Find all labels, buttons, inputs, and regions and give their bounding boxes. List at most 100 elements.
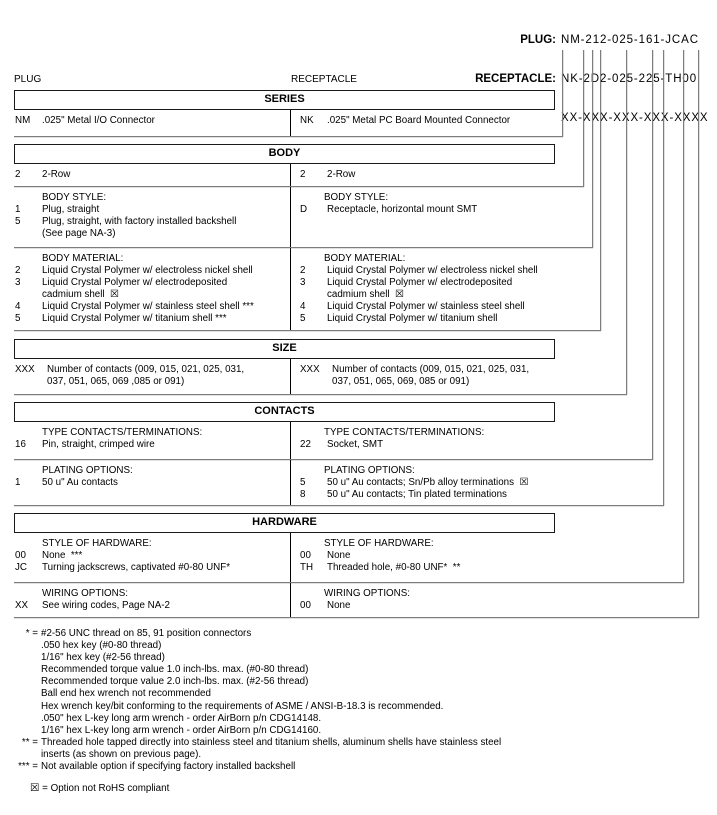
leader-line-vertical <box>652 50 653 460</box>
option-code: D <box>300 204 308 216</box>
subsection-label: BODY MATERIAL: <box>324 253 406 264</box>
leader-line-vertical <box>626 50 627 395</box>
subsection-label: STYLE OF HARDWARE: <box>324 538 434 549</box>
footnote-line: * =#2-56 UNC thread on 85, 91 position c… <box>14 628 714 640</box>
footnote-marker <box>14 713 38 725</box>
part-number-values: NM-212-025-161-JCAC NK-2D2-025-225-TH00 … <box>561 8 708 151</box>
section-header-body: BODY <box>14 144 555 164</box>
column-label-receptacle: RECEPTACLE <box>291 74 357 85</box>
leader-line-horizontal <box>14 330 601 331</box>
option-desc: 50 u" Au contacts; Tin plated terminatio… <box>327 489 507 501</box>
leader-line-vertical <box>583 50 584 187</box>
option-desc: .025" Metal PC Board Mounted Connector <box>327 115 511 126</box>
footnote-text: Recommended torque value 2.0 inch-lbs. m… <box>41 676 309 688</box>
leader-line-horizontal <box>14 247 593 248</box>
footnote-marker <box>14 664 38 676</box>
footnote-line: inserts (as shown on previous page). <box>14 749 714 761</box>
rohs-legend-text: = Option not RoHS compliant <box>39 783 170 794</box>
leader-line-vertical <box>592 50 593 248</box>
footnote-marker <box>14 652 38 664</box>
option-row: 5 Liquid Crystal Polymer w/ titanium shel… <box>300 313 562 325</box>
option-code: 2 <box>300 265 306 277</box>
subsection-label: BODY MATERIAL: <box>42 253 124 264</box>
section-header-series: SERIES <box>14 90 555 110</box>
footnote-text: 1/16" hex key (#2-56 thread) <box>41 652 165 664</box>
option-row: 5 Liquid Crystal Polymer w/ titanium shel… <box>15 313 290 325</box>
option-desc: 2-Row <box>42 169 71 180</box>
option-row: NK.025" Metal PC Board Mounted Connector <box>300 115 562 127</box>
footnote-line: ** =Threaded hole tapped directly into s… <box>14 737 714 749</box>
option-desc: 50 u" Au contacts; Sn/Pb alloy terminati… <box>327 477 529 489</box>
option-desc: See wiring codes, Page NA-2 <box>42 600 170 612</box>
section-header-size: SIZE <box>14 339 555 359</box>
footnote-text: Not available option if specifying facto… <box>41 761 296 773</box>
option-code: 5 <box>15 313 21 325</box>
footnote-text: 1/16" hex L-key long arm wrench - order … <box>41 724 322 736</box>
option-code: XX <box>15 600 29 612</box>
option-code: 5 <box>300 313 306 325</box>
option-code: TH <box>300 562 314 574</box>
footnote-text: Threaded hole tapped directly into stain… <box>41 736 502 748</box>
footnote-line: .050 hex key (#0-80 thread) <box>14 640 714 652</box>
option-row: D Receptacle, horizontal mount SMT <box>300 204 562 216</box>
subsection-label: STYLE OF HARDWARE: <box>42 538 152 549</box>
leader-line-horizontal <box>14 505 664 506</box>
option-desc: Liquid Crystal Polymer w/ titanium shell <box>327 313 498 325</box>
option-row: 2 2-Row <box>15 169 290 181</box>
leader-line-vertical <box>663 50 664 506</box>
leader-line-horizontal <box>14 394 627 395</box>
option-code: 2 <box>15 169 21 180</box>
footnote-marker <box>14 701 38 713</box>
plug-part-number-value: NM-212-025-161-JCAC <box>561 34 699 46</box>
option-code: 3 <box>15 277 21 289</box>
option-desc: Liquid Crystal Polymer w/ stainless stee… <box>327 301 525 313</box>
option-desc: Plug, straight, with factory installed b… <box>42 216 237 240</box>
part-number-labels: PLUG: RECEPTACLE: <box>380 8 556 112</box>
option-code: 8 <box>300 489 306 501</box>
leader-line-horizontal <box>14 582 684 583</box>
footnote-text: #2-56 UNC thread on 85, 91 position conn… <box>41 628 252 639</box>
receptacle-part-number-value: NK-2D2-025-225-TH00 <box>561 73 697 85</box>
leader-line-horizontal <box>14 186 584 187</box>
option-code: 16 <box>15 439 26 451</box>
subsection-label: PLATING OPTIONS: <box>42 465 133 476</box>
footnote-marker: *** = <box>18 761 38 773</box>
option-desc: Liquid Crystal Polymer w/ titanium shell… <box>42 313 227 325</box>
option-code: 4 <box>15 301 21 313</box>
option-desc: Receptacle, horizontal mount SMT <box>327 204 478 216</box>
option-row: XX See wiring codes, Page NA-2 <box>15 600 290 612</box>
subsection-column-left: 2 2-Row <box>14 169 290 187</box>
footnote-text: Recommended torque value 1.0 inch-lbs. m… <box>41 664 309 676</box>
option-desc: Liquid Crystal Polymer w/ electroless ni… <box>327 265 538 277</box>
leader-line-horizontal <box>14 617 699 618</box>
footnote-line: Ball end hex wrench not recommended <box>14 688 714 700</box>
section-header-hardware: HARDWARE <box>14 513 555 533</box>
option-code: 00 <box>15 550 26 562</box>
footnote-marker: ** = <box>21 736 38 748</box>
leader-line-vertical <box>562 50 563 137</box>
